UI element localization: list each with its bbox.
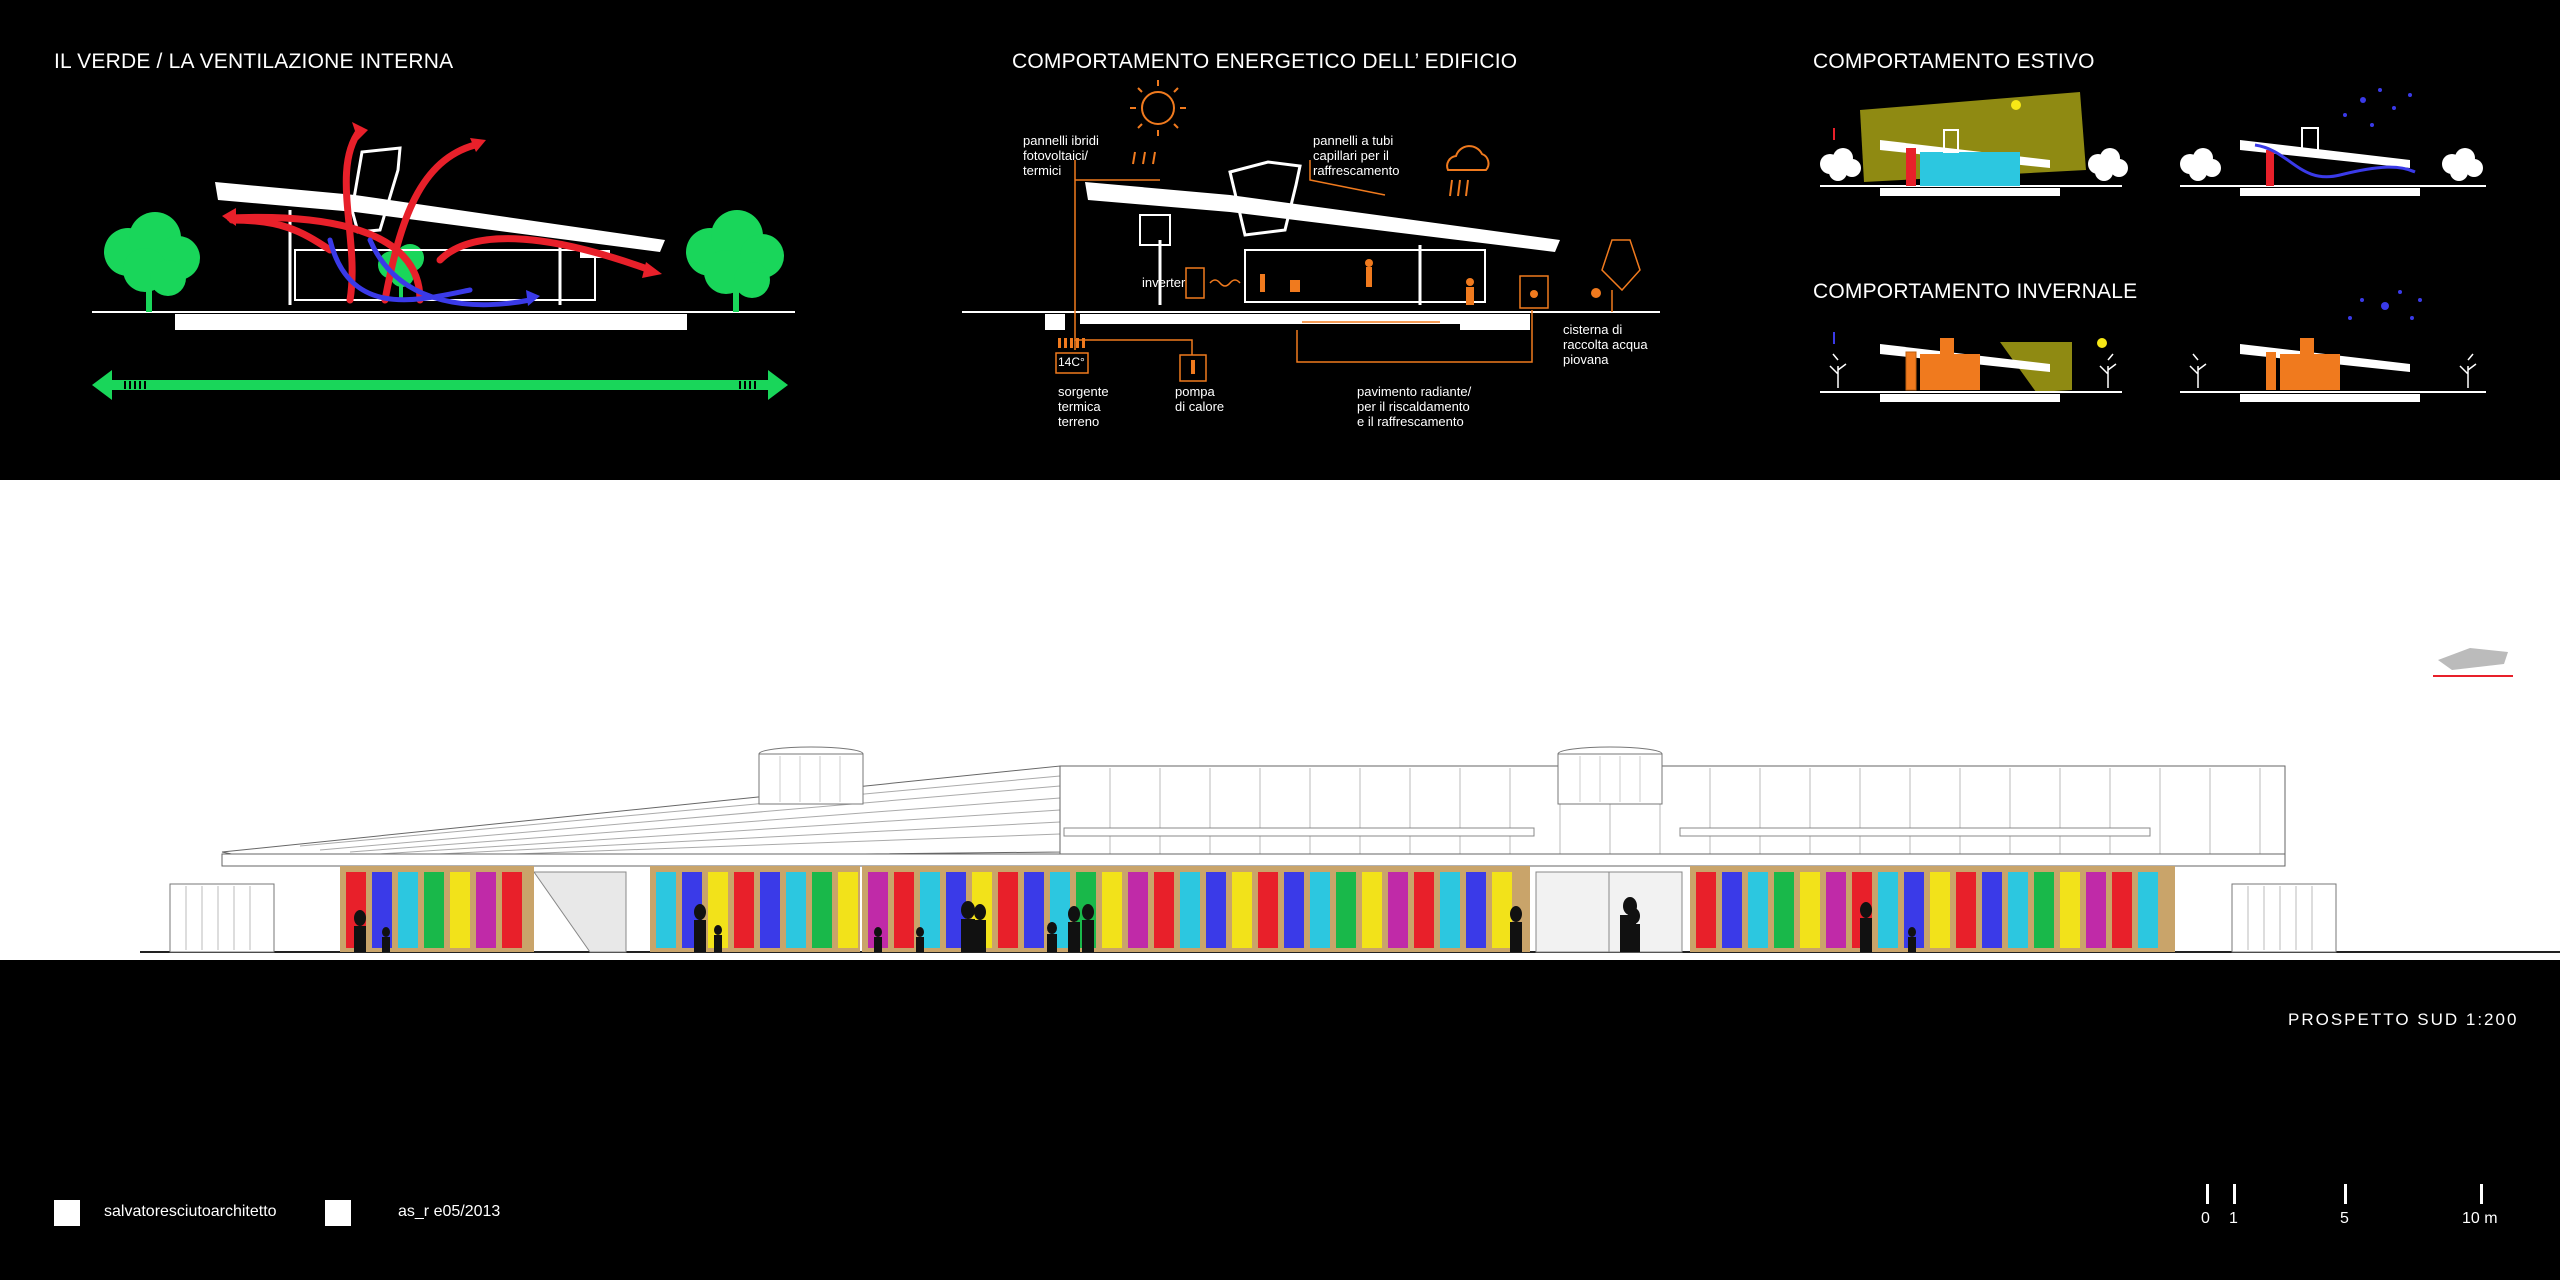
color-glass-panel xyxy=(2086,872,2106,948)
scale-tick xyxy=(2480,1184,2483,1204)
scale-tick xyxy=(2206,1184,2209,1204)
ventilation-title: IL VERDE / LA VENTILAZIONE INTERNA xyxy=(54,50,454,73)
sun-icon xyxy=(1130,80,1186,165)
seasonal-diagrams xyxy=(1820,88,2486,402)
color-glass-panel xyxy=(372,872,392,948)
color-glass-panel xyxy=(1024,872,1044,948)
color-glass-panel xyxy=(868,872,888,948)
color-glass-panel xyxy=(1748,872,1768,948)
color-glass-panel xyxy=(1232,872,1252,948)
color-glass-panel xyxy=(838,872,858,948)
color-glass-panel xyxy=(708,872,728,948)
color-glass-panel xyxy=(1826,872,1846,948)
scale-tick xyxy=(2233,1184,2236,1204)
color-glass-panel xyxy=(2008,872,2028,948)
color-glass-panel xyxy=(734,872,754,948)
color-glass-panel xyxy=(1800,872,1820,948)
color-glass-panel xyxy=(1180,872,1200,948)
color-glass-panel xyxy=(1336,872,1356,948)
color-glass-panel xyxy=(1956,872,1976,948)
color-glass-panel xyxy=(2060,872,2080,948)
color-glass-panel xyxy=(476,872,496,948)
color-glass-panel xyxy=(1722,872,1742,948)
color-glass-panel xyxy=(450,872,470,948)
key-plan-icon xyxy=(2433,648,2513,677)
energy-title: COMPORTAMENTO ENERGETICO DELL’ EDIFICIO xyxy=(1012,50,1518,73)
energy-section-diagram xyxy=(962,80,1660,382)
author-credit: salvatoresciutoarchitetto xyxy=(104,1203,277,1220)
color-glass-panel xyxy=(1284,872,1304,948)
color-glass-panel xyxy=(2138,872,2158,948)
color-glass-panel xyxy=(398,872,418,948)
color-glass-panel xyxy=(502,872,522,948)
scale-label-10m: 10 m xyxy=(2462,1210,2498,1227)
diagrams-band xyxy=(0,0,2560,480)
scale-label-1: 1 xyxy=(2229,1210,2238,1227)
color-glass-panel xyxy=(1258,872,1278,948)
ventilation-section-diagram xyxy=(92,122,795,400)
color-glass-panel xyxy=(424,872,444,948)
roof-lantern xyxy=(1557,746,1663,805)
heat-pump-label: pompa di calore xyxy=(1175,384,1225,414)
color-glass-panel xyxy=(1774,872,1794,948)
winter-title: COMPORTAMENTO INVERNALE xyxy=(1813,280,2138,303)
ground-source-label: sorgente termica terreno xyxy=(1058,384,1109,429)
credit-square xyxy=(54,1200,80,1226)
summer-title: COMPORTAMENTO ESTIVO xyxy=(1813,50,2095,73)
color-glass-panel xyxy=(1362,872,1382,948)
color-glass-panel xyxy=(1128,872,1148,948)
tree-icon xyxy=(104,212,200,312)
color-glass-panel xyxy=(1878,872,1898,948)
scale-label-0: 0 xyxy=(2201,1210,2210,1227)
hybrid-panels-label: pannelli ibridi fotovoltaici/ termici xyxy=(1023,133,1099,178)
color-glass-panel xyxy=(812,872,832,948)
color-glass-panel xyxy=(1388,872,1408,948)
people-silhouettes xyxy=(354,897,1916,952)
color-glass-panel xyxy=(2034,872,2054,948)
color-glass-panel xyxy=(1440,872,1460,948)
scale-label-5: 5 xyxy=(2340,1210,2349,1227)
color-glass-panel xyxy=(656,872,676,948)
elevation-caption: PROSPETTO SUD 1:200 xyxy=(2288,1010,2519,1029)
inverter-label: inverter xyxy=(1142,275,1186,290)
rain-cloud-icon xyxy=(1446,145,1490,197)
color-glass-panel xyxy=(1310,872,1330,948)
color-glass-panel xyxy=(1492,872,1512,948)
roof-lantern xyxy=(758,746,864,805)
south-elevation-drawing xyxy=(140,648,2560,953)
color-glass-panel xyxy=(1904,872,1924,948)
tree-icon xyxy=(686,210,784,312)
color-glass-panel xyxy=(1414,872,1434,948)
code-square xyxy=(325,1200,351,1226)
color-glass-panel xyxy=(1696,872,1716,948)
color-glass-panel xyxy=(998,872,1018,948)
color-glass-panel xyxy=(1466,872,1486,948)
color-glass-panel xyxy=(1102,872,1122,948)
color-glass-panel xyxy=(1206,872,1226,948)
cistern-label: cisterna di raccolta acqua piovana xyxy=(1563,322,1648,367)
radiant-floor-label: pavimento radiante/ per il riscaldamento… xyxy=(1357,384,1472,429)
color-glass-panel xyxy=(1982,872,2002,948)
color-glass-panel xyxy=(920,872,940,948)
color-glass-panel xyxy=(1154,872,1174,948)
color-glass-panel xyxy=(894,872,914,948)
ground-temperature-label: 14C° xyxy=(1058,355,1085,369)
color-glass-panel xyxy=(786,872,806,948)
footer-band xyxy=(0,960,2560,1280)
drawing-code: as_r e05/2013 xyxy=(398,1203,501,1220)
capillary-panels-label: pannelli a tubi capillari per il raffres… xyxy=(1313,133,1400,178)
scale-tick xyxy=(2344,1184,2347,1204)
color-glass-panel xyxy=(2112,872,2132,948)
color-glass-panel xyxy=(1930,872,1950,948)
color-glass-panel xyxy=(760,872,780,948)
